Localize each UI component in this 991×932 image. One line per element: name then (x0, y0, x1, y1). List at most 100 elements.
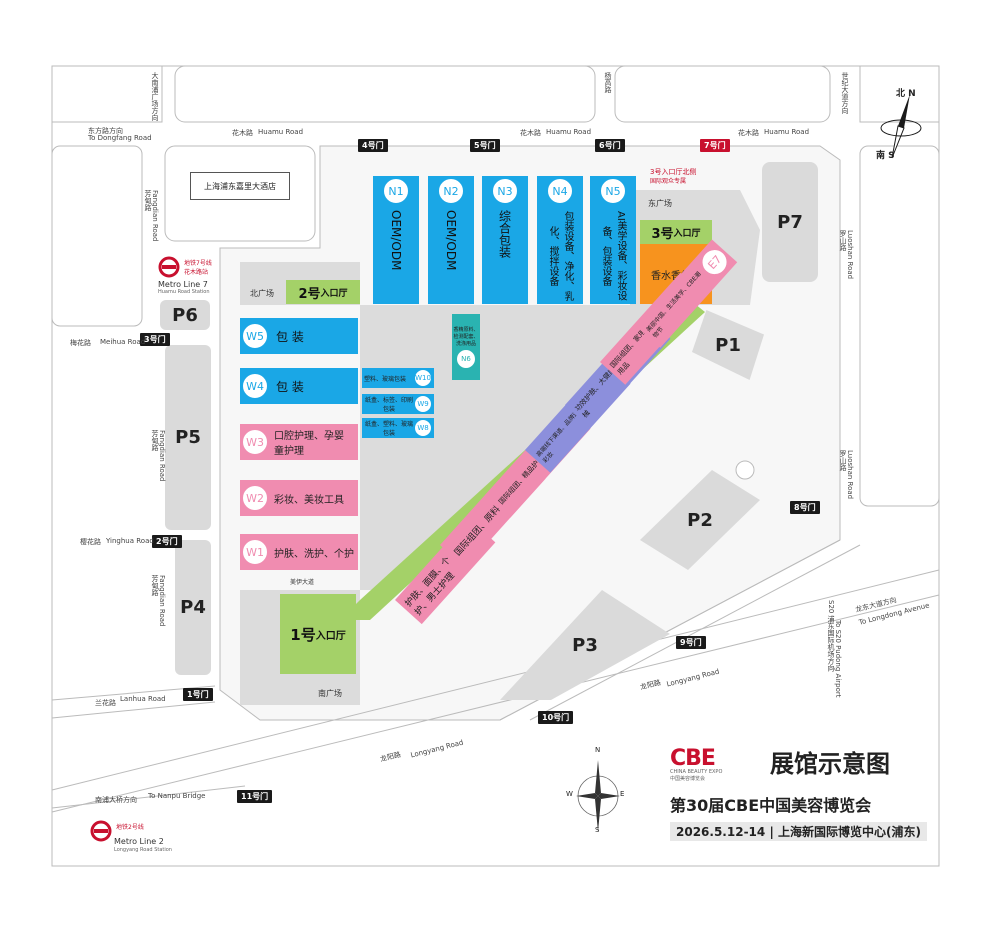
hall-w8-label: 纸盒、塑料、玻璃包装 (364, 421, 413, 437)
cbe-logo-sub-cn: 中国美容博览会 (670, 776, 706, 782)
road-luoshan-1: 罗山路 (839, 230, 847, 251)
hall-n3-label: 综合包装 (497, 210, 512, 258)
hall-w10[interactable]: 塑料、玻璃包装 W10 (362, 368, 434, 388)
road-huamu-en-3: Huamu Road (764, 128, 810, 136)
metro-line7-cn: 地铁7号线 (184, 260, 212, 267)
hall-n2-badge: N2 (438, 178, 464, 204)
footer-separator: | (769, 825, 778, 839)
hall-n5[interactable]: N5 AI美学设备、彩妆设备、包装设备 (590, 176, 636, 304)
road-lanhua: 兰花路 (95, 699, 116, 707)
road-fangdian-en-3: Fangdian Road (158, 575, 166, 627)
hall-w9-label: 纸盒、标签、印刷包装 (364, 397, 413, 413)
road-yinghua: 樱花路 (80, 538, 101, 546)
yiwu-avenue-label: 美伊大道 (290, 579, 315, 586)
hall-n1-badge: N1 (383, 178, 409, 204)
metro-line7: 地铁7号线 花木路站 Metro Line 7 Huamu Road Stati… (158, 256, 248, 295)
road-shibo-top: 杨高路 (604, 72, 612, 93)
footer: N S W E CBE CHINA BEAUTY EXPO 中国美容博览会 展馆… (560, 740, 930, 850)
footer-title: 展馆示意图 (770, 750, 890, 778)
parking-p7: P7 (762, 162, 818, 282)
metro-line2: 地铁2号线 Metro Line 2 Longyang Road Station (90, 820, 200, 853)
hall-w2[interactable]: W2 彩妆、美妆工具 (240, 480, 358, 516)
hall-n3[interactable]: N3 综合包装 (482, 176, 528, 304)
hall-w8-badge: W8 (414, 419, 432, 437)
hall-w2-label: 彩妆、美妆工具 (274, 494, 344, 506)
road-airport: S20 浦东国际机场方向 (827, 600, 835, 672)
hall-w1[interactable]: W1 护肤、洗护、个护 (240, 534, 358, 570)
hall-n2[interactable]: N2 OEM/ODM (428, 176, 474, 304)
road-luoshan-en-1: Luoshan Road (846, 230, 854, 280)
hall-w3[interactable]: W3 口腔护理、孕婴童护理 (240, 424, 358, 460)
gate-2: 2号门 (152, 535, 182, 548)
e3-north-label: 3号入口厅北侧 (650, 168, 697, 176)
hall3-entrance-sub: 入口厅 (673, 228, 701, 239)
hall-n3-badge: N3 (492, 178, 518, 204)
footer-date: 2026.5.12-14 (676, 825, 766, 839)
footer-subtitle: 第30届CBE中国美容博览会 (670, 796, 872, 815)
gate-11: 11号门 (237, 790, 273, 803)
cbe-logo-sub: CHINA BEAUTY EXPO (670, 769, 723, 775)
hall-w5-badge: W5 (242, 323, 268, 349)
hall-w3-label: 口腔护理、孕婴童护理 (274, 431, 344, 457)
metro-line7-icon (158, 256, 180, 278)
hall-w4[interactable]: W4 包 装 (240, 368, 358, 404)
hall-n5-label: AI美学设备、彩妆设备、包装设备 (600, 210, 626, 301)
hall-w2-badge: W2 (242, 485, 268, 511)
road-meihua-en: Meihua Road (100, 338, 146, 346)
hall2-entrance[interactable]: 2号入口厅 (286, 280, 360, 304)
hall-n6-label: 香精原料、检测配套、洗涤用品 (453, 326, 479, 347)
road-fangdian-en-1: Fangdian Road (151, 190, 159, 242)
footer-compass-n: N (595, 746, 601, 754)
hall2-entrance-sub: 入口厅 (320, 288, 348, 299)
road-huamu-en-2: Huamu Road (546, 128, 592, 136)
road-fangdian-2: 芳甸路 (151, 430, 159, 451)
hall-w5[interactable]: W5 包 装 (240, 318, 358, 354)
east-plaza-label: 东广场 (648, 199, 672, 208)
hall-w5-label: 包 装 (276, 329, 304, 344)
gate-8: 8号门 (790, 501, 820, 514)
metro-line2-cn: 地铁2号线 (116, 824, 144, 831)
compass-top: 北 N 南 S (876, 86, 926, 166)
hall-w9[interactable]: 纸盒、标签、印刷包装 W9 (362, 394, 434, 414)
metro-line2-icon (90, 820, 112, 842)
hall-n4[interactable]: N4 包装设备、净化、乳化、搅拌设备 (537, 176, 583, 304)
hall-w1-badge: W1 (242, 539, 268, 565)
road-lanhua-en: Lanhua Road (120, 695, 166, 703)
compass-north-label: 北 N (896, 89, 916, 99)
road-nanpu: 南浦大桥方向 (95, 796, 137, 804)
hall-n4-label: 包装设备、净化、乳化、搅拌设备 (547, 210, 573, 301)
north-plaza-label: 北广场 (250, 289, 274, 298)
footer-compass-w: W (566, 790, 573, 798)
hall-w10-badge: W10 (414, 369, 432, 387)
hall-n1[interactable]: N1 OEM/ODM (373, 176, 419, 304)
hall-w8[interactable]: 纸盒、塑料、玻璃包装 W8 (362, 418, 434, 438)
hall1-entrance[interactable]: 1号入口厅 (280, 594, 356, 674)
hall-w4-label: 包 装 (276, 379, 304, 394)
footer-compass-e: E (620, 790, 625, 798)
footer-compass-icon (576, 760, 620, 832)
metro-line7-en: Metro Line 7 (158, 280, 208, 289)
metro-line2-en: Metro Line 2 (114, 837, 164, 846)
hall3-entrance[interactable]: 3号入口厅 (640, 220, 712, 244)
hall1-entrance-label: 1号 (290, 625, 316, 644)
road-fangdian-en-2: Fangdian Road (158, 430, 166, 482)
hall-n6[interactable]: 香精原料、检测配套、洗涤用品 N6 (452, 314, 480, 380)
gate-1: 1号门 (183, 688, 213, 701)
gate-4: 4号门 (358, 139, 388, 152)
south-plaza-label: 南广场 (318, 689, 342, 698)
road-huamu-1: 花木路 (232, 129, 253, 137)
road-dongfang: 东方路方向 (88, 127, 123, 135)
road-fangdian-3: 芳甸路 (151, 575, 159, 596)
compass-south-label: 南 S (876, 151, 895, 161)
cbe-logo-mark: CBE (670, 746, 716, 771)
road-yanggao-top-1: 大南浦广场方向 (151, 72, 159, 121)
cbe-logo: CBE CHINA BEAUTY EXPO 中国美容博览会 (670, 746, 740, 782)
road-fangdian-1: 芳甸路 (144, 190, 152, 211)
parking-p4: P4 (175, 540, 211, 675)
gate-9: 9号门 (676, 636, 706, 649)
hall1-entrance-sub: 入口厅 (315, 630, 346, 642)
hall-w3-badge: W3 (242, 429, 268, 455)
road-huamu-2: 花木路 (520, 129, 541, 137)
hall-w9-badge: W9 (414, 395, 432, 413)
gate-7: 7号门 (700, 139, 730, 152)
